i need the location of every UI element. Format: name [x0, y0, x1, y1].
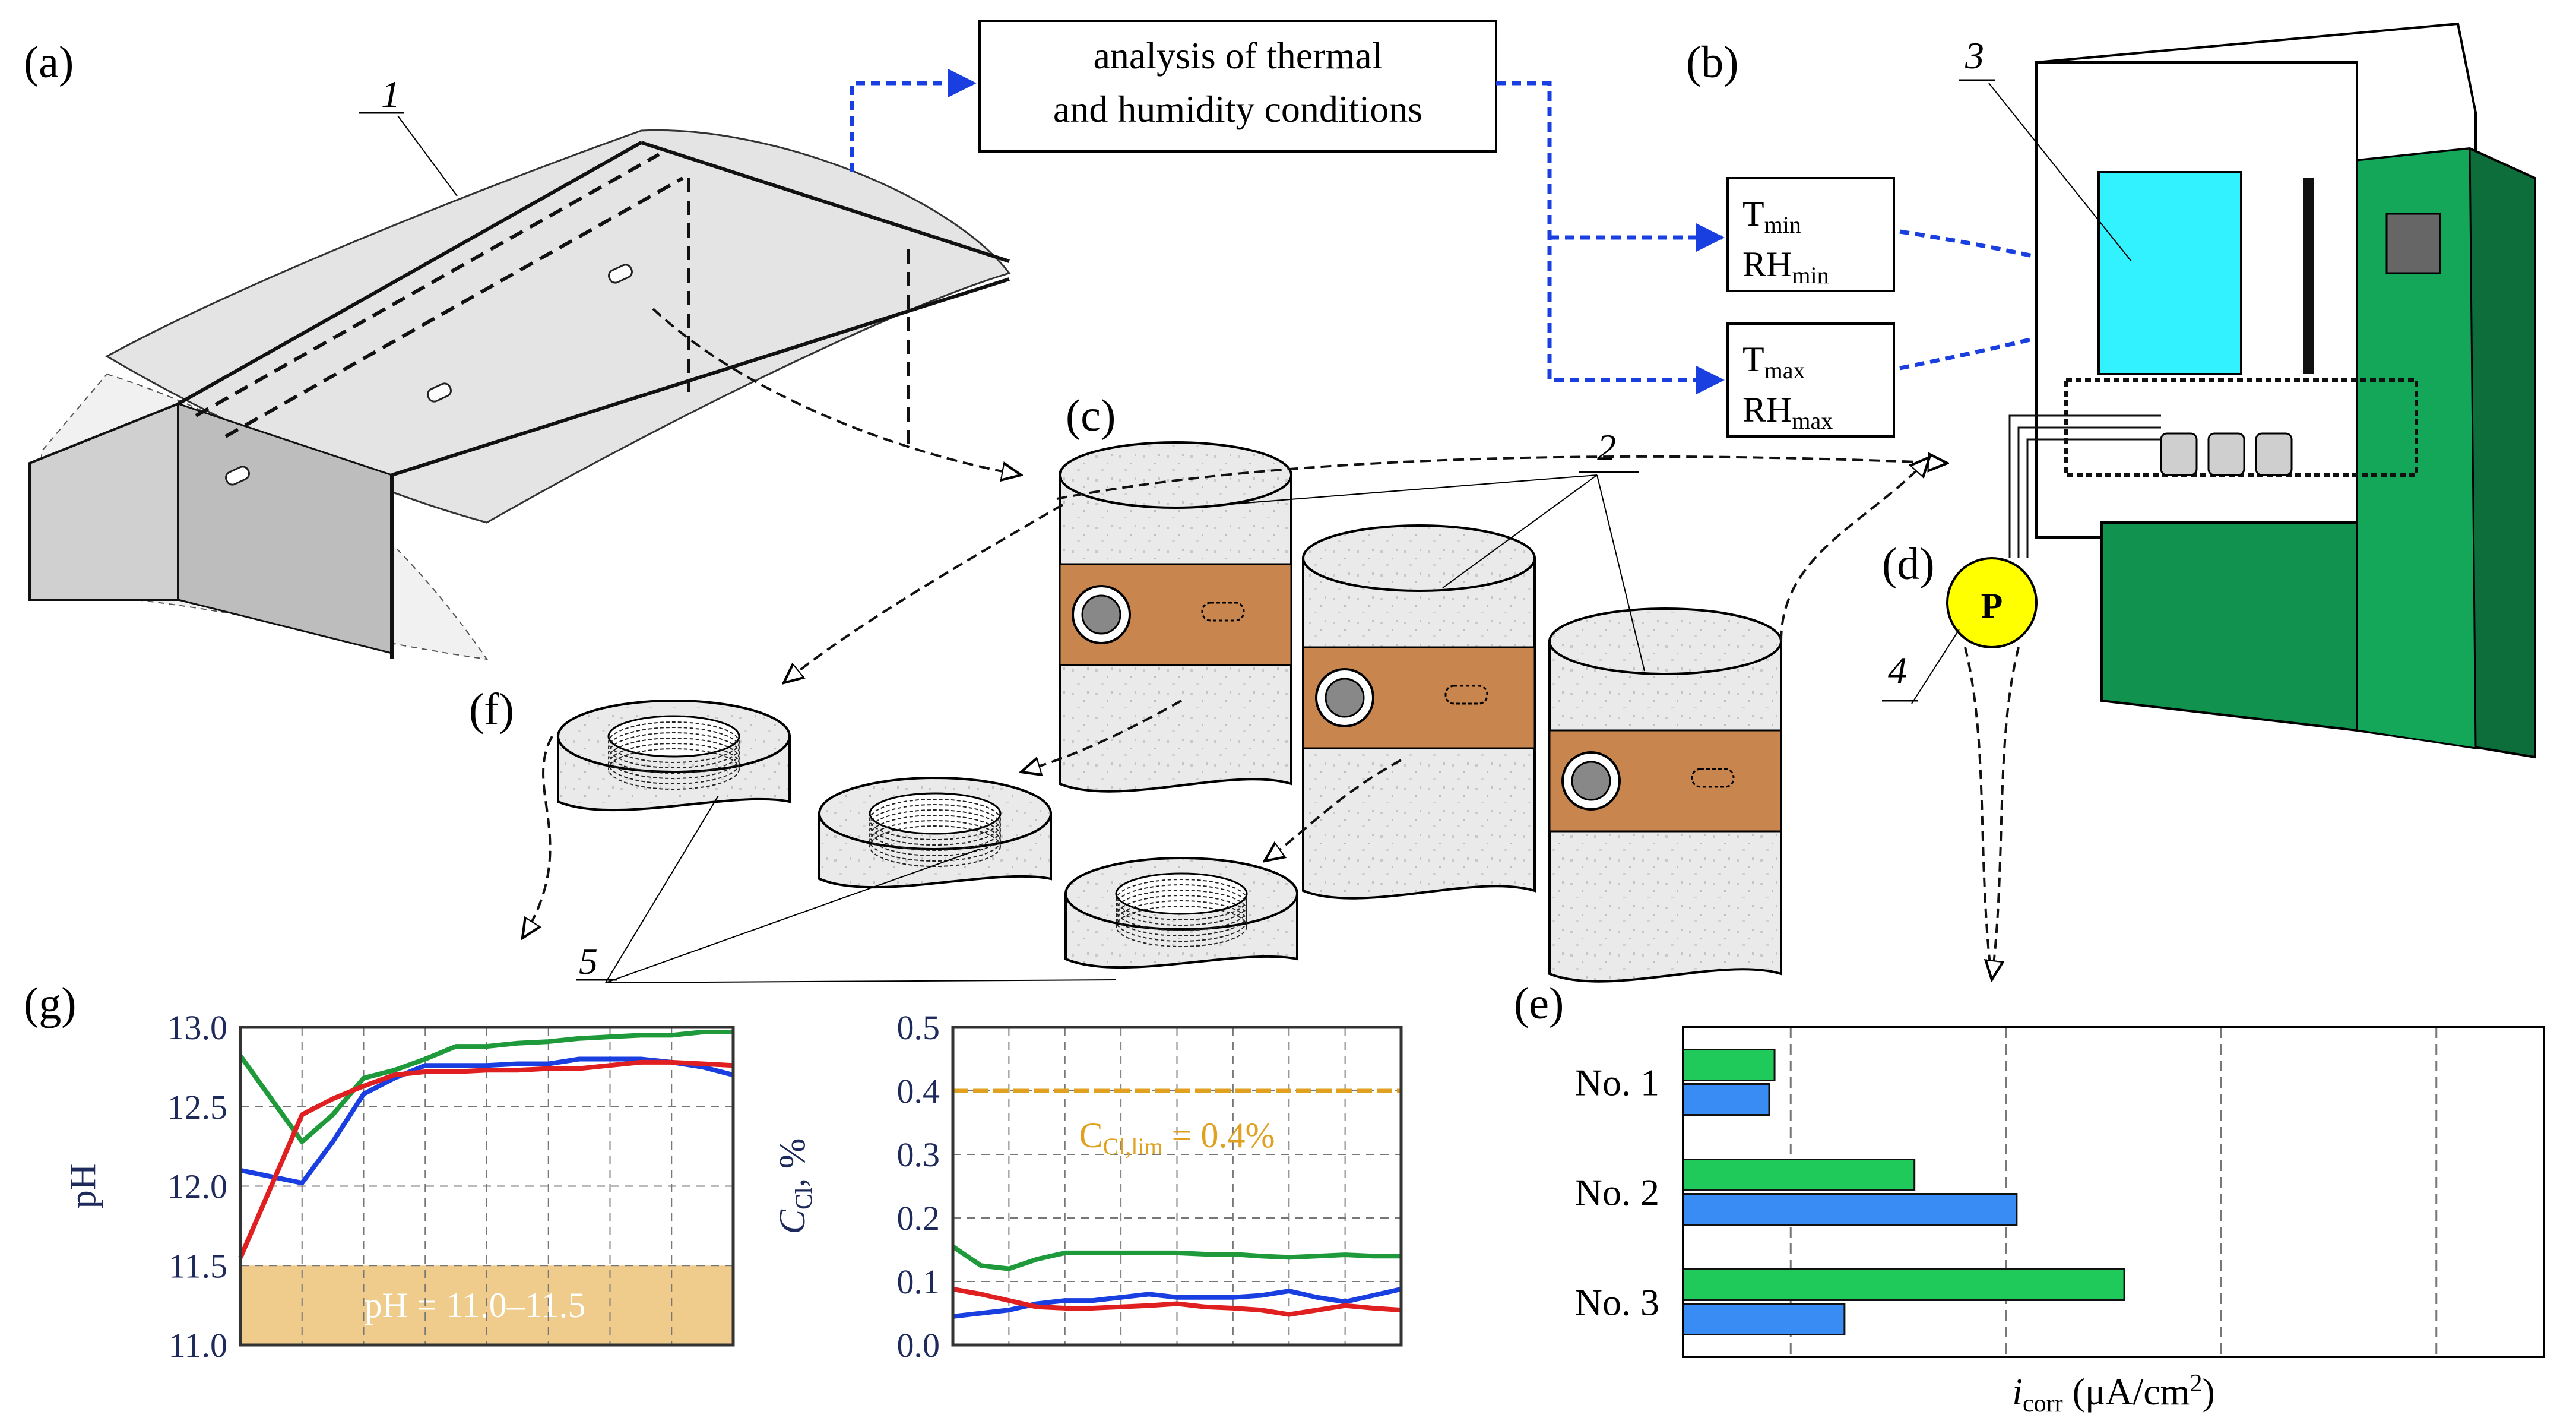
dashed-arrow-from-sample3 [1780, 457, 1929, 642]
bar-green [1682, 1159, 1916, 1191]
bar-green [1682, 1049, 1776, 1081]
panel-label-e: (e) [1514, 979, 1564, 1028]
sample-cylinder [1059, 441, 1292, 793]
limit-label: CCl,lim = 0.4% [1079, 1116, 1275, 1160]
y-tick-label: 11.0 [169, 1326, 227, 1365]
category-label: No. 3 [1575, 1281, 1659, 1324]
y-tick-label: 0.1 [897, 1262, 940, 1301]
plot-frame [239, 1026, 735, 1347]
dashed-arrow-to-samples [652, 308, 1021, 475]
series-line-green [238, 1030, 733, 1144]
bar-blue [1682, 1193, 2018, 1226]
y-tick-label: 0.5 [897, 1008, 940, 1047]
tmax-label: Tmax [1742, 340, 1805, 384]
y-axis-label: pH [63, 1164, 103, 1209]
y-tick-label: 0.3 [897, 1135, 940, 1174]
dashed-arrow-to-chamber [1056, 457, 1947, 500]
chamber-window [2097, 171, 2242, 375]
sample-ring [1064, 857, 1298, 969]
dashed-funnel [1964, 647, 2020, 980]
analysis-line-2: and humidity conditions [1053, 88, 1422, 130]
panel-label-a: (a) [24, 37, 74, 87]
label-2: 2 [1597, 426, 1616, 469]
leader-4: 4 [1882, 629, 1960, 704]
panel-label-f: (f) [469, 685, 514, 735]
leader-2: 2 [1222, 426, 1645, 672]
cut-rings [557, 700, 1298, 969]
rhmax-label: RHmax [1742, 390, 1833, 434]
y-tick-label: 0.4 [897, 1072, 940, 1110]
chamber-top-frame [2036, 22, 2477, 166]
chamber-display [2385, 213, 2441, 274]
sample-ring [557, 700, 791, 811]
panel-label-g: (g) [24, 979, 77, 1028]
panel-label-b: (b) [1686, 37, 1739, 87]
building-structure-illustration: 1 [28, 73, 1021, 660]
embedded-sensors [225, 264, 633, 486]
category-label: No. 2 [1575, 1172, 1659, 1214]
y-tick-label: 0.0 [897, 1326, 940, 1365]
x-axis-label: icorr (μA/cm2) [2012, 1370, 2215, 1417]
y-tick-label: 0.2 [897, 1199, 940, 1238]
wall-panel [28, 402, 179, 601]
leader-5: 5 [576, 795, 1117, 983]
sample-cylinder [1548, 607, 1782, 983]
panel-label-d: (d) [1882, 539, 1935, 589]
climate-chamber: 3 P 4 [1882, 22, 2536, 980]
concrete-samples [1059, 441, 1782, 983]
label-1: 1 [381, 73, 400, 115]
potentiostat-circle [1946, 557, 2038, 648]
y-axis-label: CCl, % [772, 1138, 817, 1235]
series-line-red [238, 1059, 734, 1259]
chamber-front [2100, 521, 2358, 732]
analysis-box [978, 20, 1497, 153]
ring-arrows [522, 504, 1402, 938]
sample-cylinder [1302, 524, 1536, 900]
plot-area [1683, 1027, 2544, 1357]
y-tick-label: 12.0 [167, 1167, 228, 1206]
category-label: No. 1 [1575, 1062, 1659, 1104]
cables [2008, 414, 2161, 558]
y-tick-label: 11.5 [169, 1246, 227, 1285]
analysis-flow: analysis of thermal and humidity conditi… [850, 20, 2176, 438]
y-tick-label: 12.5 [167, 1088, 228, 1126]
icorr-chart: No. 1 No. 2 No. 3 icorr (μA/cm2) [1575, 1026, 2545, 1417]
ph-chart: pH = 11.0–11.5 11.0 11.5 12.0 12.5 13.0 pH [63, 1008, 735, 1365]
beams [177, 141, 1010, 659]
chamber-samples [2160, 432, 2293, 476]
blue-arrow-2 [1496, 81, 1725, 395]
label-5: 5 [579, 940, 598, 982]
tmin-box [1726, 177, 1895, 292]
bar-green [1682, 1268, 2125, 1301]
sample-ring [818, 777, 1052, 888]
door-handle [2303, 178, 2314, 374]
tmin-label: Tmin [1742, 194, 1801, 238]
blue-arrow-1 [850, 68, 977, 172]
plot-frame [951, 1026, 1403, 1347]
probe-label: P [1981, 586, 2003, 625]
series-line-red [952, 1286, 1402, 1317]
leader-1: 1 [359, 73, 458, 197]
rhmin-label: RHmin [1742, 245, 1829, 289]
panel-labels: (a) (b) (c) (d) (e) (f) (g) [24, 37, 1935, 1028]
panel-label-c: (c) [1066, 391, 1116, 441]
bar-blue [1682, 1303, 1846, 1335]
leader-3: 3 [1959, 34, 2132, 262]
label-4: 4 [1888, 649, 1907, 691]
tmax-box [1726, 322, 1895, 438]
series-line-green [951, 1244, 1401, 1271]
label-3: 3 [1965, 34, 1984, 77]
y-tick-label: 13.0 [167, 1008, 228, 1047]
analysis-line-1: analysis of thermal [1094, 34, 1383, 77]
bar-blue [1682, 1083, 1770, 1116]
band-label: pH = 11.0–11.5 [365, 1286, 586, 1325]
plot-frame [1682, 1026, 2545, 1358]
